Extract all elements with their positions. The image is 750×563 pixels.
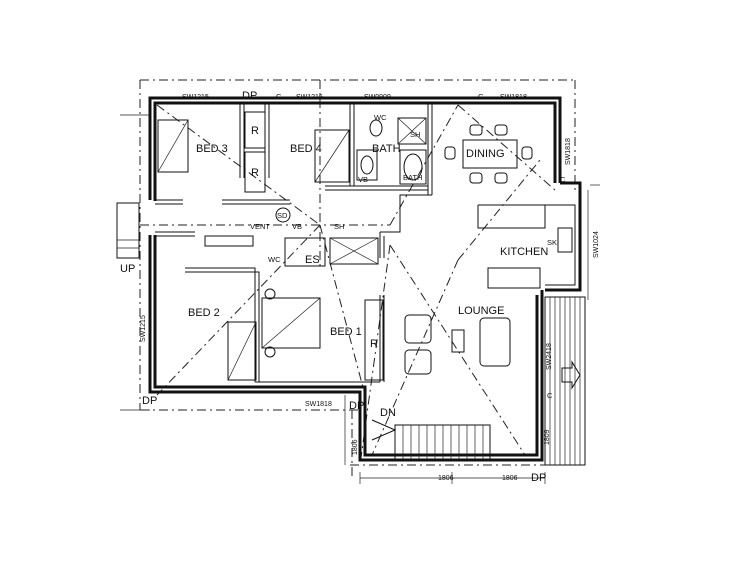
wc-mid-label: WC (268, 255, 281, 264)
stairs (371, 419, 491, 460)
window-top4: SW1818 (500, 94, 527, 101)
dp-bottom-right-label: DP (531, 472, 546, 484)
c-deck-label: C (547, 391, 553, 400)
bath-tub-label: BATH (403, 173, 422, 182)
dim-left-side: 1806 (352, 439, 359, 455)
lounge-label: LOUNGE (458, 305, 504, 317)
window-deck: SW2418 (546, 343, 553, 370)
sink-label: SK (547, 238, 557, 247)
interior-walls (155, 103, 433, 383)
bed1-label: BED 1 (330, 326, 362, 338)
vb-top-label: VB (358, 175, 368, 184)
robes (244, 111, 384, 381)
kitchen-benches (477, 204, 576, 289)
robe-label-1: R (251, 125, 259, 137)
dim-bottom-right: 1806 (502, 475, 518, 482)
dining-label: DINING (466, 148, 505, 160)
entry-steps (116, 202, 140, 259)
dp-top-label: DP (242, 90, 257, 102)
dp-bottom-mid-label: DP (349, 400, 364, 412)
dp-bottom-left-label: DP (142, 395, 157, 407)
window-right2: SW1024 (593, 231, 600, 258)
up-label: UP (120, 263, 135, 275)
bath-label: BATH (372, 143, 401, 155)
c-top2-label: C (478, 92, 484, 101)
dn-label: DN (380, 407, 396, 419)
sh-top-label: SH (410, 130, 420, 139)
lounge-furniture (404, 314, 511, 375)
sh-mid-label: SH (334, 222, 344, 231)
window-top1: SW1215 (182, 94, 209, 101)
bed3-label: BED 3 (196, 143, 228, 155)
vent-label: VENT (250, 222, 270, 231)
deck (544, 296, 586, 466)
robe-label-2: R (251, 167, 259, 179)
bed2-label: BED 2 (188, 307, 220, 319)
window-right1: SW1818 (565, 138, 572, 165)
bathroom-fixtures (204, 117, 427, 267)
robe-label-3: R (370, 338, 378, 350)
beds (157, 119, 350, 381)
smoke-detector-label: SD (277, 211, 288, 220)
window-top2: SW1215 (296, 94, 323, 101)
window-bottom: SW1818 (305, 401, 332, 408)
window-top3: SW0909 (364, 94, 391, 101)
exterior-walls (148, 96, 582, 462)
dining-table (444, 124, 533, 184)
dimension-lines (120, 114, 600, 484)
window-left: SW1215 (140, 315, 147, 342)
bed4-label: BED 4 (290, 143, 322, 155)
c-right-label: C (560, 175, 566, 184)
dim-right-side: 1809 (544, 429, 551, 445)
dim-bottom-left: 1806 (438, 475, 454, 482)
c-top1-label: C (276, 92, 282, 101)
wc-top-label: WC (374, 113, 387, 122)
vb-mid-label: VB (292, 222, 302, 231)
ensuite-label: ES (305, 254, 320, 266)
kitchen-label: KITCHEN (500, 246, 548, 258)
